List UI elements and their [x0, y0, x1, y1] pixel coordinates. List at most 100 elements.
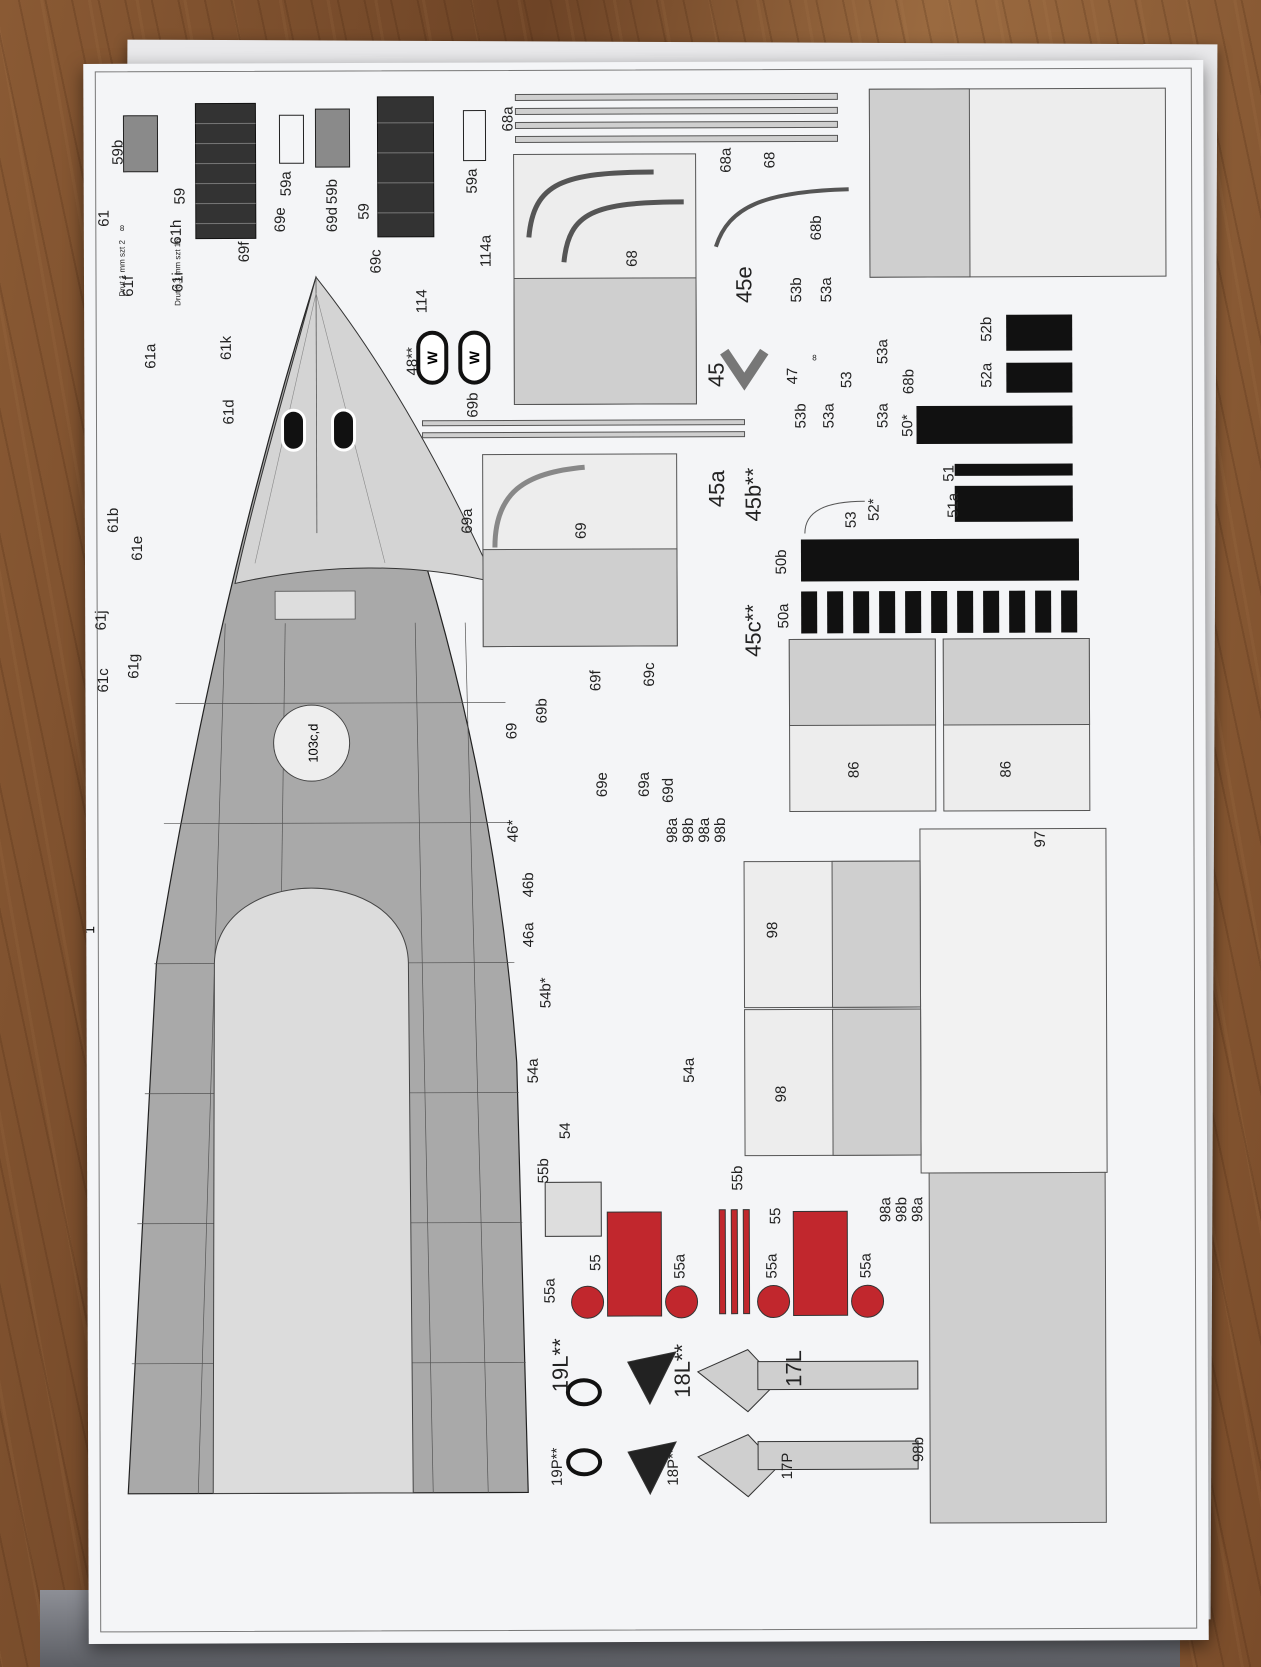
- label-17L: 17L: [781, 1350, 807, 1387]
- label-68b-2: 68b: [900, 369, 918, 395]
- parts-86-97-98: [743, 637, 1108, 1524]
- label-114: 114: [413, 289, 431, 314]
- label-50a: 50a: [775, 603, 793, 629]
- label-69c: 69c: [367, 249, 385, 274]
- label-51: 51: [940, 465, 958, 482]
- label-61g: 61g: [125, 653, 143, 679]
- label-69e: 69e: [271, 207, 289, 233]
- label-45: 45: [703, 362, 729, 388]
- label-98a-3: 98a: [877, 1197, 895, 1223]
- label-69e-2: 69e: [593, 772, 611, 798]
- label-45c: 45c**: [740, 604, 766, 657]
- label-52a: 52a: [978, 362, 996, 388]
- label-52b: 52b: [978, 316, 996, 342]
- parts-55-red: [544, 1181, 885, 1319]
- label-19L: 19L**: [547, 1338, 573, 1393]
- parts-drawing: 103c,d: [81, 67, 1198, 1633]
- label-53b-2: 53b: [792, 403, 810, 429]
- label-53a: 53a: [818, 277, 836, 303]
- label-114a: 114a: [477, 234, 495, 268]
- parts-17-18-19: [565, 1349, 919, 1498]
- label-52star: 52*: [865, 498, 883, 521]
- label-68a-2: 68a: [717, 147, 735, 173]
- label-53a-4: 53a: [874, 403, 892, 429]
- label-98b-2: 98b: [711, 817, 729, 843]
- label-55: 55: [587, 1254, 605, 1272]
- label-69f: 69f: [235, 241, 253, 263]
- label-69: 69: [572, 522, 590, 540]
- label-54a: 54a: [524, 1058, 542, 1084]
- w-badges: W W: [416, 330, 491, 385]
- label-69c-2: 69c: [640, 662, 659, 687]
- label-59b-2: 59b: [323, 179, 341, 205]
- label-19P: 19P**: [548, 1447, 566, 1487]
- label-51a: 51a: [944, 492, 962, 518]
- label-61d: 61d: [220, 399, 238, 425]
- model-parts-sheet: 103c,d: [81, 60, 1209, 1644]
- label-50b: 50b: [772, 549, 791, 575]
- part-45-chevron: [720, 348, 769, 391]
- label-47: 47: [784, 367, 802, 385]
- label-69d: 69d: [323, 207, 341, 233]
- label-55a: 55a: [541, 1278, 559, 1304]
- label-61c: 61c: [94, 668, 113, 693]
- badge-w-1: W: [424, 350, 440, 364]
- label-61: 61: [95, 210, 113, 227]
- label-69f-2: 69f: [587, 670, 605, 692]
- label-98b: 98b: [679, 817, 697, 843]
- note-wire-2: Drut 0,3 mm szt 16: [173, 238, 183, 306]
- label-69b: 69b: [464, 392, 482, 418]
- parts-50-group: [800, 314, 1080, 634]
- page-number: 1: [83, 926, 97, 934]
- label-45e: 45e: [731, 266, 757, 304]
- label-18L: 18L**: [669, 1343, 695, 1398]
- label-68-2: 68: [761, 151, 779, 169]
- label-98a-2: 98a: [695, 817, 713, 843]
- label-8: 8: [812, 353, 817, 363]
- label-61k: 61k: [217, 335, 235, 361]
- label-46star: 46*: [504, 819, 522, 843]
- label-54: 54: [556, 1122, 574, 1140]
- label-98: 98: [764, 921, 782, 939]
- label-18P: 18P**: [664, 1447, 682, 1486]
- label-61a: 61a: [142, 343, 160, 369]
- label-46a: 46a: [520, 922, 538, 948]
- label-61b: 61b: [104, 507, 122, 533]
- label-69d-2: 69d: [659, 777, 677, 803]
- label-59b: 59b: [109, 139, 127, 165]
- label-98a-4: 98a: [909, 1197, 927, 1223]
- label-54a-2: 54a: [680, 1057, 698, 1083]
- note-8: 8: [119, 223, 125, 233]
- parts-68-group: [421, 87, 1167, 439]
- label-98-2: 98: [772, 1085, 790, 1103]
- label-59-2: 59: [355, 203, 373, 220]
- label-86: 86: [845, 761, 863, 779]
- label-53a-2: 53a: [874, 339, 892, 365]
- label-68: 68: [623, 250, 641, 267]
- label-69b-2: 69b: [533, 698, 551, 724]
- label-59a: 59a: [277, 171, 295, 197]
- label-53b: 53b: [788, 277, 806, 303]
- label-86-2: 86: [997, 760, 1015, 778]
- label-53: 53: [838, 371, 856, 389]
- label-69a: 69a: [458, 508, 476, 534]
- label-53a-3: 53a: [820, 403, 838, 429]
- label-55-2: 55: [767, 1207, 785, 1225]
- label-98b-4: 98b: [910, 1437, 928, 1463]
- label-48: 48**: [403, 347, 422, 376]
- label-61j: 61j: [92, 610, 110, 631]
- label-17P: 17P: [778, 1452, 797, 1480]
- label-98b-3: 98b: [893, 1197, 911, 1223]
- label-55b: 55b: [535, 1158, 553, 1184]
- parts-69-group: [482, 453, 865, 648]
- label-55a-4: 55a: [857, 1253, 875, 1279]
- label-45b: 45b**: [740, 467, 766, 522]
- parts-59-group: [122, 96, 487, 240]
- label-45a: 45a: [704, 470, 730, 508]
- label-97: 97: [1031, 830, 1049, 848]
- label-61e: 61e: [128, 535, 146, 561]
- label-55b-2: 55b: [729, 1165, 747, 1191]
- hull-deck-part: 103c,d: [127, 275, 529, 1495]
- label-68a: 68a: [499, 106, 517, 132]
- label-50star: 50*: [899, 414, 917, 437]
